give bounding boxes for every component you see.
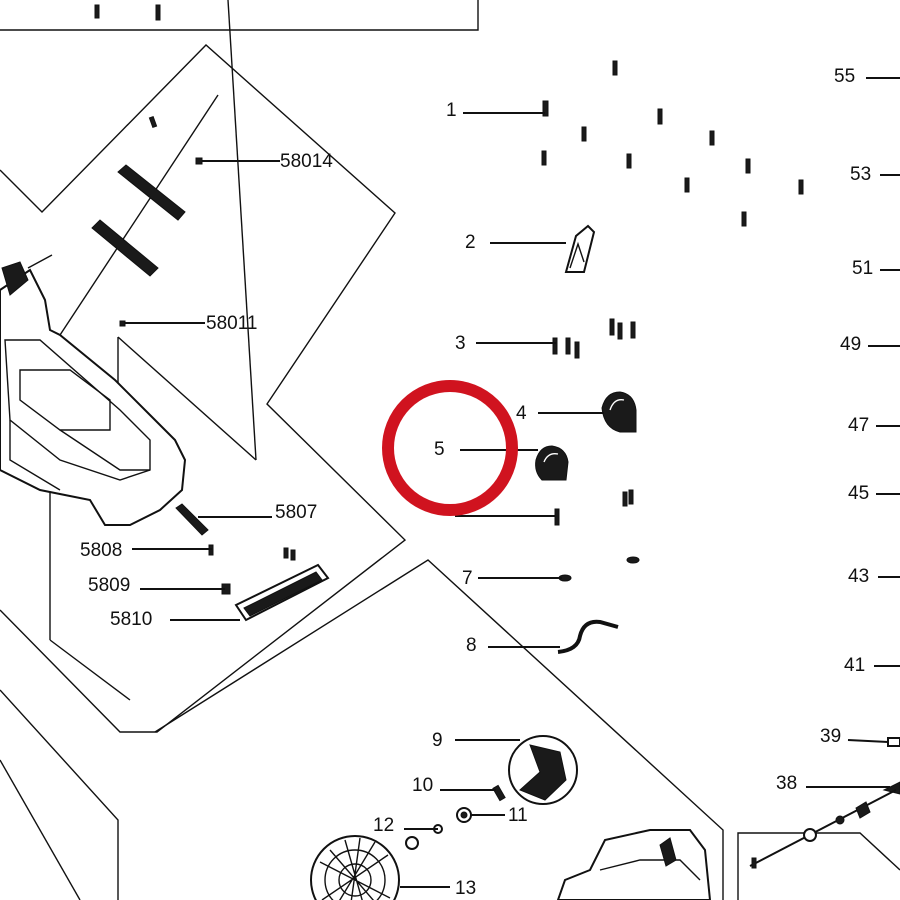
callout-38: 38 [776, 773, 797, 794]
screw-field [541, 60, 804, 227]
highlight-circle [382, 380, 518, 516]
housing-body [0, 268, 187, 526]
screw-icon [155, 4, 161, 21]
screw-icon [94, 4, 100, 19]
callout-13: 13 [455, 878, 476, 899]
callout-1: 1 [446, 100, 457, 121]
callout-47: 47 [848, 415, 869, 436]
callout-58014: 58014 [280, 151, 333, 172]
callout-55: 55 [834, 66, 855, 87]
wheel-spokes [519, 744, 567, 801]
knob-part-5 [535, 445, 569, 481]
left-leaders [124, 160, 280, 621]
rail-bar-upper [117, 164, 186, 221]
long-guide-line [227, 0, 257, 461]
housing-leader [27, 254, 53, 269]
terminal-bar-ribs [243, 571, 323, 617]
callout-5810: 5810 [110, 609, 152, 630]
small-pin-icon [148, 115, 158, 129]
callout-4: 4 [516, 403, 527, 424]
bottom-left-panel-edge [0, 759, 81, 900]
callout-39: 39 [820, 726, 841, 747]
gearbox-housing [556, 829, 712, 900]
callout-53: 53 [850, 164, 871, 185]
callout-43: 43 [848, 566, 869, 587]
housing-edge [59, 429, 150, 471]
diagonal-guide-line [59, 94, 219, 336]
callout-5809: 5809 [88, 575, 130, 596]
callout-2: 2 [465, 232, 476, 253]
callout-8: 8 [466, 635, 477, 656]
bottom-right-panel-outline [737, 832, 900, 900]
callout-5808: 5808 [80, 540, 122, 561]
callout-3: 3 [455, 333, 466, 354]
callout-58011: 58011 [206, 313, 257, 334]
cable-part [557, 619, 619, 654]
callout-9: 9 [432, 730, 443, 751]
callout-labels: 1 2 3 4 5 7 8 9 10 11 12 13 38 39 41 43 … [80, 66, 873, 899]
pin-part [626, 556, 640, 564]
callout-12: 12 [373, 815, 394, 836]
latch-strip [175, 503, 209, 536]
left-assembly-panel-outline [0, 44, 407, 733]
housing-edge-2 [9, 420, 61, 491]
screw-head-icon [195, 157, 203, 165]
top-panel-outline [0, 0, 479, 31]
callout-10: 10 [412, 775, 433, 796]
callout-49: 49 [840, 334, 861, 355]
wheel-part [310, 835, 400, 900]
callout-7: 7 [462, 568, 473, 589]
rail-bar-lower [91, 219, 159, 277]
right-leaders [749, 77, 900, 869]
housing-assembly [0, 115, 330, 622]
inner-panel-edge [117, 336, 257, 461]
top-screws [94, 4, 161, 21]
callout-5: 5 [434, 439, 445, 460]
center-parts [310, 224, 712, 900]
screw-icon [290, 549, 296, 561]
callout-11: 11 [508, 805, 528, 826]
housing-compartment [19, 369, 111, 431]
knob-part [601, 391, 637, 433]
housing-knob [1, 261, 29, 296]
callout-45: 45 [848, 483, 869, 504]
callout-5807: 5807 [275, 502, 317, 523]
center-leaders [400, 112, 604, 888]
lower-panel-outline [154, 559, 724, 900]
bottom-left-panel-outline [0, 689, 119, 900]
callout-51: 51 [852, 258, 873, 279]
screw-icon [283, 547, 289, 559]
bracket-detail [569, 241, 585, 269]
vertical-guide-line-2 [49, 639, 131, 701]
callout-41: 41 [844, 655, 865, 676]
